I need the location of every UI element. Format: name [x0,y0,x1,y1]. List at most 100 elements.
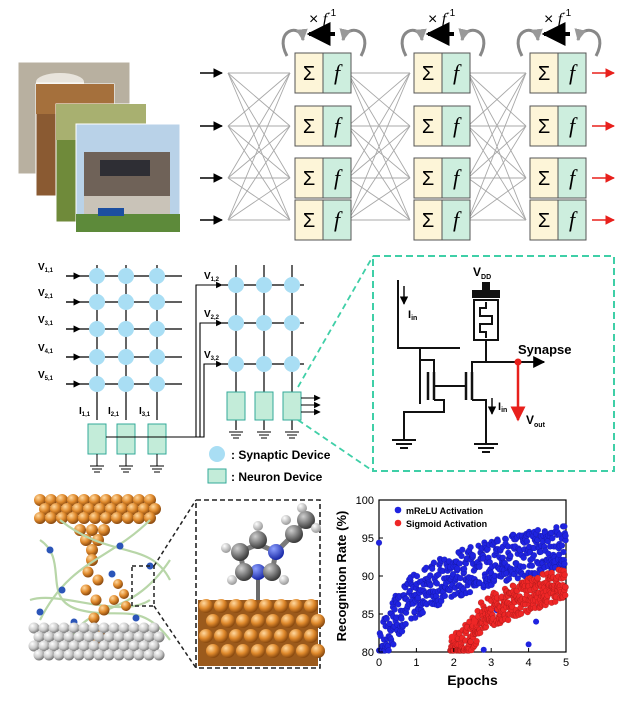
silver-atom [113,649,125,661]
filament-atom [88,612,100,624]
neuron-sum-box [413,52,443,94]
legend-synaptic-swatch [209,446,225,462]
neuron-function-box [441,52,471,94]
data-point [449,570,457,578]
copper-atom [251,614,265,628]
sum-symbol: Σ [538,168,550,190]
silver-atom [28,622,40,634]
sum-symbol: Σ [422,63,434,85]
data-point-outlier [448,633,455,640]
gold-atom [39,503,51,515]
filament-atom [113,579,123,589]
silver-atom [78,640,90,652]
data-point [534,574,541,582]
neuron-sum-box [413,157,443,199]
data-point [505,616,512,624]
copper-atom [236,614,250,628]
molecule-atom [249,531,267,549]
silver-atom [53,649,65,661]
data-point [517,610,525,617]
data-point [423,564,430,571]
connection-line [347,72,411,221]
y-tick-label: 90 [362,571,374,583]
ion [132,614,140,622]
multiplier-label: × f-1 [309,8,337,28]
feedback-arrow-left [516,28,543,57]
column-current-label: I1,1 [79,406,91,418]
series-sigmoid [447,566,569,654]
data-point [391,606,398,613]
data-point [561,571,568,578]
synaptic-device [149,376,165,392]
polymer-fiber [29,596,151,609]
filament-atom [98,604,110,616]
silver-atom [73,631,85,643]
function-symbol: f [453,113,462,138]
data-point [412,614,419,621]
circuit-frame [372,255,615,472]
synaptic-device [284,315,300,331]
data-point [383,615,390,622]
column-current-label: I3,1 [139,406,151,418]
function-symbol: f [453,165,462,190]
data-point-outlier [471,618,478,625]
synaptic-device [284,356,300,372]
copper-atom [296,614,310,628]
synaptic-device [89,376,105,392]
synaptic-device [228,315,244,331]
connection-line [227,125,291,179]
molecule-atom [268,544,284,560]
silver-atom [93,631,105,643]
data-point-outlier [480,646,487,653]
ion [58,586,66,594]
data-point [514,575,521,582]
function-symbol: f [334,113,343,138]
synaptic-device [228,277,244,293]
hydrogen-atom [279,575,289,585]
x-tick-label: 1 [413,657,419,669]
data-point [549,535,556,542]
filament-atom [121,601,131,611]
molecule-atom [235,563,253,581]
vout-label: Vout [526,413,546,429]
sum-symbol: Σ [538,63,550,85]
feedback-arrow-left [281,28,308,57]
data-point [385,647,392,654]
neuron-device-box [116,423,136,455]
silver-atom [138,640,150,652]
connection-line [467,72,527,221]
legend-label: Sigmoid Activation [406,519,487,529]
synaptic-device [118,376,134,392]
x-tick-label: 2 [451,657,457,669]
molecule-atom [297,511,315,529]
silver-atom [103,631,115,643]
data-point [427,572,434,579]
function-symbol: f [569,165,578,190]
synaptic-device [149,349,165,365]
gold-atom [72,503,84,515]
connection-line [347,177,411,221]
copper-atom [229,629,243,643]
hydrogen-atom [227,575,237,585]
ion [36,608,44,616]
mosfet1-source [403,399,445,440]
copper-atom [274,599,288,613]
neuron2-device-box [282,391,302,421]
y-tick-label: 100 [356,495,374,507]
vdd-rail [472,290,500,298]
input-image-stack [17,61,181,233]
gold-atom [111,512,123,524]
hydrogen-atom [281,515,291,525]
gold-atom [122,512,134,524]
neuron-function-box [322,157,352,199]
function-symbol: f [334,207,343,232]
gold-atom [67,512,79,524]
synaptic-device [256,356,272,372]
row-voltage-label: V4,1 [38,343,54,355]
connection-line [347,72,411,179]
silver-atom [118,622,130,634]
feedback-arrow-right [574,28,602,57]
neuron-function-box [557,52,587,94]
silver-atom [93,649,105,661]
